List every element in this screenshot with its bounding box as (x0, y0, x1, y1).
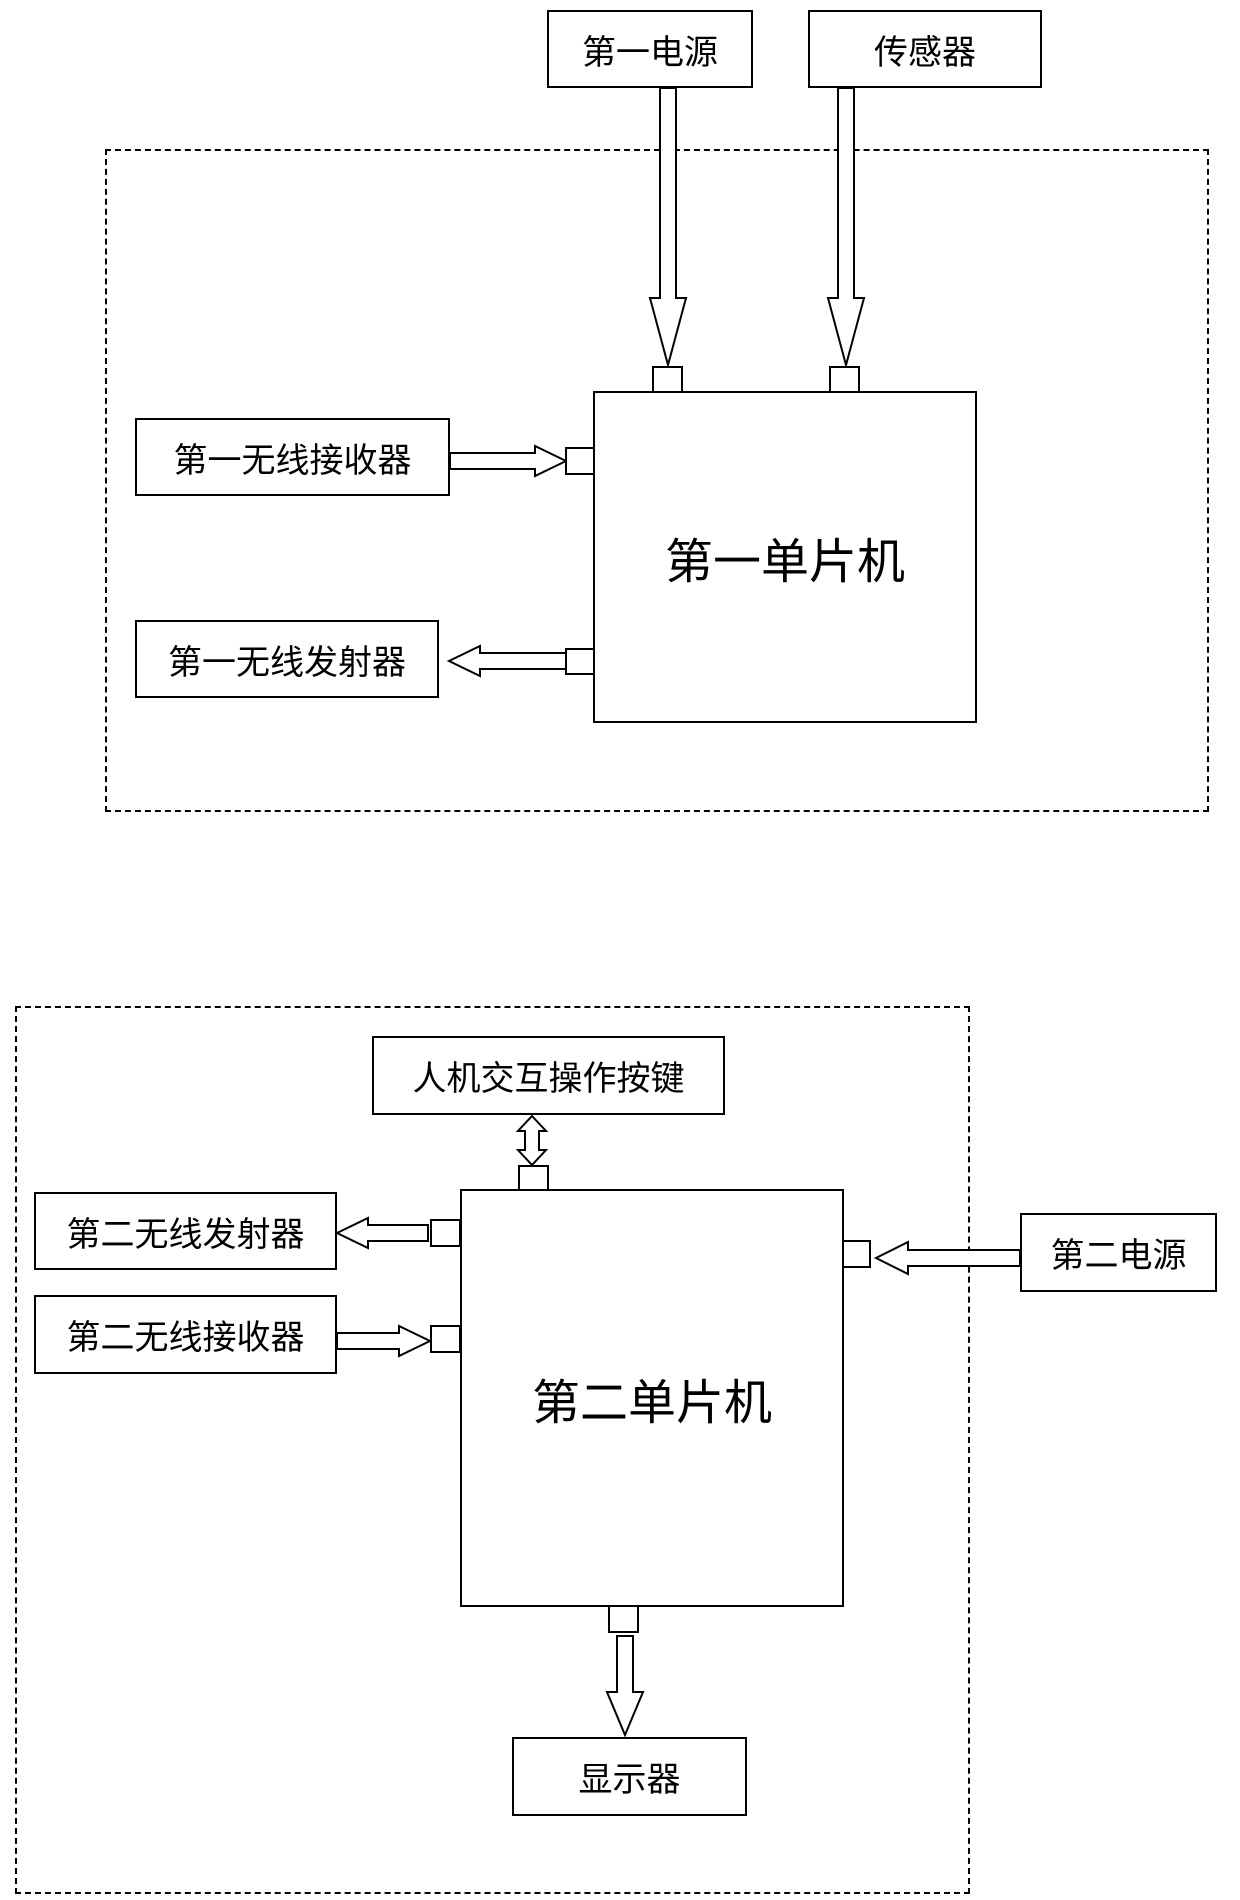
arrow-second-power-to-mcu (876, 1242, 1020, 1274)
display-box: 显示器 (512, 1737, 747, 1816)
second-mcu-label: 第二单片机 (532, 1363, 772, 1433)
first-receiver-box: 第一无线接收器 (135, 418, 450, 496)
second-mcu-display-port (608, 1605, 639, 1633)
arrow-power-to-mcu (650, 88, 686, 365)
arrow-receiver-to-mcu (450, 446, 566, 476)
second-transmitter-label: 第二无线发射器 (67, 1207, 305, 1256)
second-mcu-keys-port (518, 1165, 549, 1191)
second-mcu-power-port (842, 1240, 871, 1268)
sensor-label: 传感器 (874, 25, 976, 74)
first-power-box: 第一电源 (547, 10, 753, 88)
second-power-label: 第二电源 (1051, 1228, 1187, 1277)
first-mcu-box: 第一单片机 (593, 391, 977, 723)
first-transmitter-box: 第一无线发射器 (135, 620, 439, 698)
second-mcu-receiver-port (430, 1325, 461, 1353)
second-receiver-box: 第二无线接收器 (34, 1295, 337, 1374)
second-transmitter-box: 第二无线发射器 (34, 1192, 337, 1270)
arrow-sensor-to-mcu (828, 88, 864, 365)
arrow-mcu-to-display-shaft (607, 1636, 643, 1735)
first-mcu-sensor-port (829, 366, 860, 393)
arrow-keys-to-mcu (518, 1116, 546, 1165)
hmi-keys-label: 人机交互操作按键 (413, 1051, 685, 1100)
arrow-second-receiver-to-mcu (337, 1326, 430, 1356)
first-mcu-power-port (652, 366, 683, 393)
first-mcu-transmitter-port (565, 648, 595, 675)
first-receiver-label: 第一无线接收器 (174, 433, 412, 482)
first-mcu-label: 第一单片机 (665, 522, 905, 592)
second-power-box: 第二电源 (1020, 1213, 1217, 1292)
second-receiver-label: 第二无线接收器 (67, 1310, 305, 1359)
arrow-mcu-to-transmitter (449, 646, 567, 676)
hmi-keys-box: 人机交互操作按键 (372, 1036, 725, 1115)
first-mcu-receiver-port (565, 447, 595, 475)
first-power-label: 第一电源 (582, 25, 718, 74)
arrow-mcu-to-second-transmitter (337, 1218, 428, 1248)
display-label: 显示器 (579, 1752, 681, 1801)
second-mcu-transmitter-port (430, 1219, 461, 1247)
sensor-box: 传感器 (808, 10, 1042, 88)
first-transmitter-label: 第一无线发射器 (168, 635, 406, 684)
second-mcu-box: 第二单片机 (460, 1189, 844, 1607)
